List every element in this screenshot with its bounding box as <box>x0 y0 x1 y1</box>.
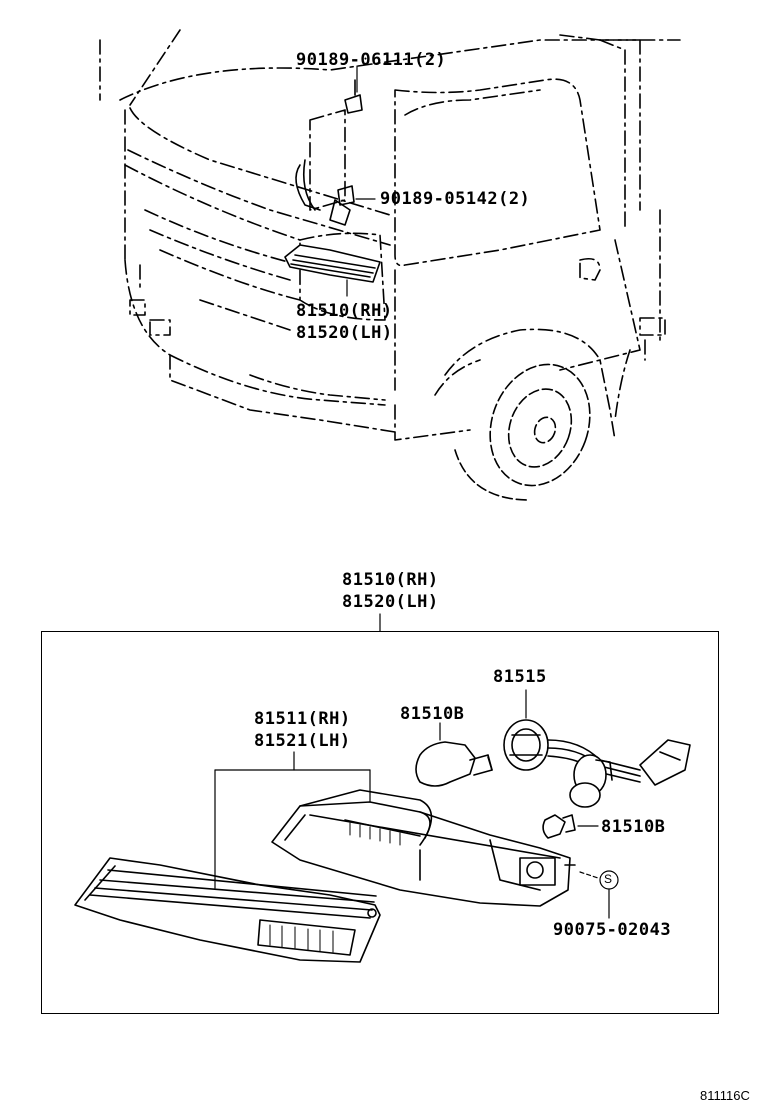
wheel <box>454 363 591 501</box>
cab-turn-signal-lamp <box>284 244 381 283</box>
clip-lower-icon <box>337 185 355 206</box>
callout-detail-assy-lh: 81520(LH) <box>342 592 439 612</box>
mirror-bracket <box>295 79 363 226</box>
callout-screw: 90075-02043 <box>553 920 672 940</box>
callout-lens-rh: 81511(RH) <box>254 709 351 729</box>
leaders-top <box>346 65 376 297</box>
lens-part <box>74 857 381 963</box>
screw-icon <box>579 870 619 919</box>
callout-lens-lh: 81521(LH) <box>254 731 351 751</box>
callout-clip-lower: 90189-05142(2) <box>380 189 531 209</box>
callout-bulb-large: 81510B <box>400 704 465 724</box>
housing-part <box>271 789 576 907</box>
figure-reference: 811116C <box>700 1088 750 1103</box>
lens-leader <box>214 751 371 889</box>
bulb-small-icon <box>542 814 576 839</box>
screw-symbol-label: S <box>604 872 613 886</box>
callout-detail-assy-rh: 81510(RH) <box>342 570 439 590</box>
detail-frame <box>41 631 719 1014</box>
callout-bulb-small: 81510B <box>601 817 666 837</box>
callout-lamp-assy-lh: 81520(LH) <box>296 323 393 343</box>
callout-lamp-assy-rh: 81510(RH) <box>296 301 393 321</box>
socket-icon <box>503 719 691 808</box>
clip-top-icon <box>344 94 363 114</box>
bulb-large-icon <box>415 741 493 787</box>
callout-clip-top: 90189-06111(2) <box>296 50 447 70</box>
callout-socket: 81515 <box>493 667 547 687</box>
truck-cab-outline <box>99 29 681 441</box>
